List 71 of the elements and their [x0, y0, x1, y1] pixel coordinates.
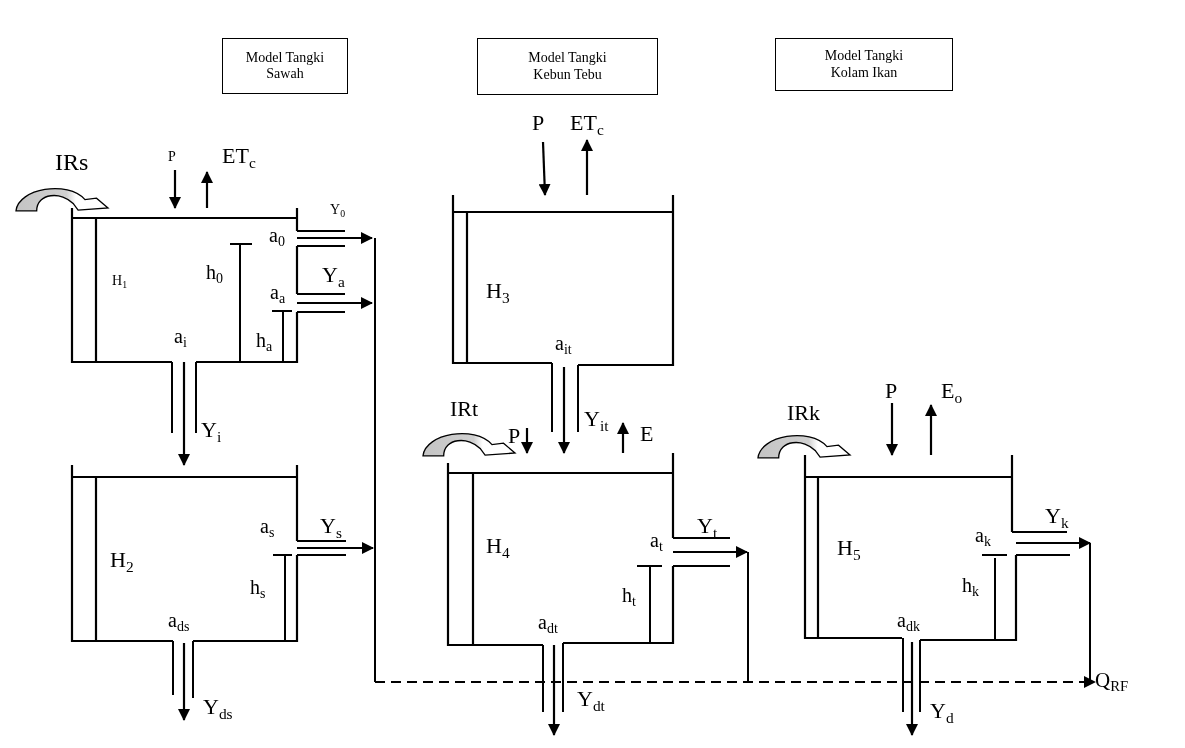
- variable-label: a$_{0}$: [269, 225, 285, 245]
- arrow: [178, 643, 190, 721]
- edge-label: ET$_{c}$: [570, 112, 604, 134]
- edge-label: IRt: [450, 398, 479, 420]
- flow-label: Q$_{RF}$: [1095, 670, 1129, 691]
- edge-label: Y$_{dt}$: [577, 688, 605, 710]
- tank-label: H$_{2}$: [110, 549, 134, 571]
- arrow: [169, 170, 181, 209]
- arrow: [538, 141, 551, 196]
- variable-label: a$_{it}$: [555, 333, 572, 353]
- tank: [72, 465, 297, 643]
- edge-label: Y$_{it}$: [584, 408, 609, 430]
- arrow: [521, 428, 533, 454]
- edge-label: E: [640, 423, 654, 445]
- tank: [72, 208, 297, 362]
- tank: [805, 455, 1016, 642]
- edge-label: Y$_{ds}$: [203, 696, 233, 718]
- edge-label: E$_{o}$: [941, 380, 963, 402]
- title-box: Model Tangki Kolam Ikan: [775, 38, 953, 91]
- arrow: [297, 232, 373, 244]
- variable-label: h$_{t}$: [622, 585, 636, 605]
- tank-label: H$_{3}$: [486, 280, 510, 302]
- edge-label: Y$_{0}$: [330, 203, 346, 217]
- tank-label: H$_{5}$: [837, 537, 861, 559]
- tank: [453, 195, 673, 367]
- variable-label: a$_{ds}$: [168, 610, 190, 630]
- variable-label: a$_{dt}$: [538, 612, 558, 632]
- title-box: Model Tangki Sawah: [222, 38, 348, 94]
- arrow: [201, 171, 213, 208]
- edge-label: Y$_{d}$: [930, 700, 954, 722]
- arrow: [673, 546, 748, 558]
- edge-label: P: [532, 112, 545, 134]
- arrow: [617, 422, 629, 453]
- arrow: [581, 139, 593, 195]
- arrow: [886, 403, 898, 456]
- edge-label: Y$_{a}$: [322, 264, 345, 286]
- arrow: [375, 676, 1096, 688]
- curved-arrow: [757, 435, 851, 459]
- edge-label: P: [885, 380, 898, 402]
- tank-label: H$_{1}$: [112, 274, 128, 288]
- arrow: [297, 297, 373, 309]
- tank-label: H$_{4}$: [486, 535, 510, 557]
- edge-label: P: [168, 150, 176, 164]
- variable-label: a$_{k}$: [975, 525, 991, 545]
- variable-label: h$_{a}$: [256, 330, 273, 350]
- variable-label: h$_{k}$: [962, 575, 979, 595]
- edge-label: Y$_{i}$: [201, 419, 222, 441]
- arrow: [906, 642, 918, 736]
- arrow: [178, 362, 190, 466]
- curved-arrow: [422, 433, 516, 457]
- variable-label: a$_{dk}$: [897, 610, 920, 630]
- arrow: [297, 542, 374, 554]
- tank: [448, 453, 673, 645]
- edge-label: ET$_{c}$: [222, 145, 256, 167]
- variable-label: a$_{s}$: [260, 516, 275, 536]
- curved-arrow: [15, 188, 109, 212]
- arrow: [558, 367, 570, 454]
- edge-label: IRs: [55, 150, 89, 174]
- arrow: [1016, 537, 1091, 549]
- edge-label: Y$_{k}$: [1045, 505, 1069, 527]
- edge-label: P: [508, 425, 521, 447]
- variable-label: a$_{t}$: [650, 530, 663, 550]
- edge-label: Y$_{s}$: [320, 515, 342, 537]
- variable-label: a$_{i}$: [174, 326, 187, 346]
- edge-label: IRk: [787, 402, 820, 424]
- variable-label: h$_{s}$: [250, 577, 266, 597]
- title-box: Model Tangki Kebun Tebu: [477, 38, 658, 95]
- arrow: [925, 404, 937, 455]
- variable-label: h$_{0}$: [206, 262, 223, 282]
- arrow: [548, 645, 560, 736]
- variable-label: a$_{a}$: [270, 282, 286, 302]
